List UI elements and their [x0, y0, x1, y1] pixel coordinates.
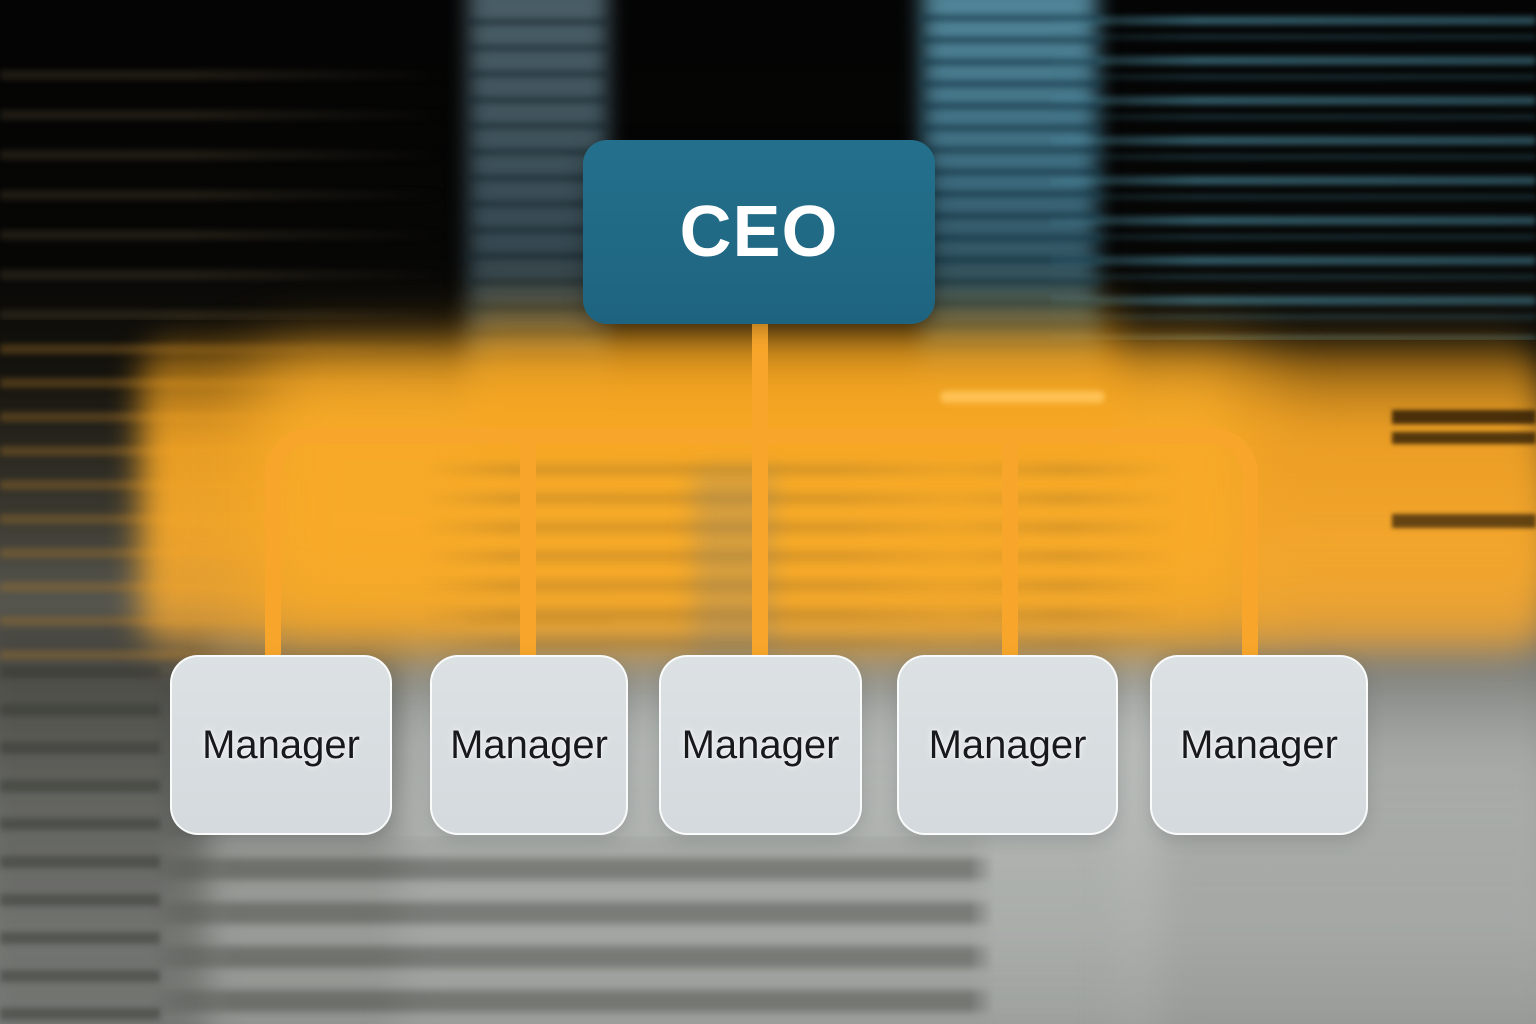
manager-label: Manager: [202, 722, 360, 767]
background-streaks-in-glow: [420, 445, 1180, 660]
ceo-label: CEO: [679, 192, 839, 272]
connector-drop-manager-2: [520, 428, 536, 663]
ceo-node: CEO: [583, 140, 935, 324]
manager-node-3: Manager: [659, 655, 862, 835]
manager-label: Manager: [681, 722, 840, 767]
background-dark-dashes-right: [1392, 404, 1536, 544]
connector-drop-manager-4: [1002, 428, 1018, 663]
manager-label: Manager: [928, 722, 1087, 767]
manager-node-2: Manager: [430, 655, 628, 835]
manager-node-4: Manager: [897, 655, 1118, 835]
manager-node-1: Manager: [170, 655, 392, 835]
connector-drop-manager-3: [752, 428, 768, 663]
background-streaks-left-top: [0, 40, 470, 320]
background-streaks-far-left: [0, 640, 160, 1024]
connector-ceo-stem: [752, 318, 768, 434]
background-streaks-top-right: [1050, 0, 1536, 340]
orange-highlight-streak: [940, 391, 1105, 403]
background-streaks-bottom-left: [150, 836, 995, 1024]
manager-label: Manager: [1180, 722, 1338, 767]
manager-node-5: Manager: [1150, 655, 1368, 835]
manager-label: Manager: [450, 722, 608, 767]
